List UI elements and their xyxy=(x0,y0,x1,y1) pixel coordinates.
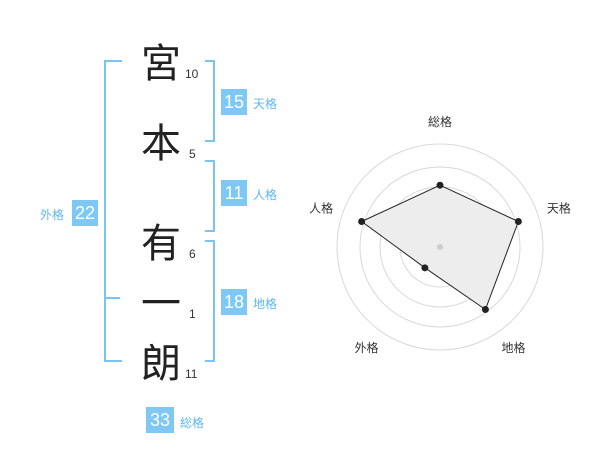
radar-point-人格 xyxy=(358,218,366,226)
radar-center-dot xyxy=(437,244,443,250)
radar-point-総格 xyxy=(436,181,444,189)
tenkaku-badge: 15 xyxy=(221,89,247,115)
radar-point-外格 xyxy=(421,264,429,272)
radar-points xyxy=(358,181,522,313)
gaikaku-label: 外格 xyxy=(40,208,65,222)
radar-axis-label: 総格 xyxy=(428,114,452,129)
stroke-count-5: 11 xyxy=(185,367,198,381)
radar-point-地格 xyxy=(481,305,489,313)
stroke-count-4: 1 xyxy=(189,307,196,321)
gaikaku-badge: 22 xyxy=(72,200,98,226)
radar-axis-label: 人格 xyxy=(309,200,333,215)
jinkaku-bracket xyxy=(205,160,215,232)
name-char-3: 有 xyxy=(141,221,181,267)
tenkaku-bracket xyxy=(205,60,215,142)
soukaku-badge: 33 xyxy=(146,407,174,433)
radar-point-天格 xyxy=(514,218,522,226)
stroke-count-2: 5 xyxy=(189,147,196,161)
stroke-count-3: 6 xyxy=(189,247,196,261)
radar-axis-label: 天格 xyxy=(547,200,571,215)
name-char-5: 朗 xyxy=(141,341,181,387)
radar-axis-label: 地格 xyxy=(501,340,525,355)
soukaku-label: 総格 xyxy=(180,416,205,430)
name-char-4: 一 xyxy=(141,281,181,327)
chikaku-label: 地格 xyxy=(253,297,278,311)
radar-axis-label: 外格 xyxy=(355,340,379,355)
jinkaku-badge: 11 xyxy=(221,180,247,206)
gaikaku-bracket-divider xyxy=(104,297,120,299)
gaikaku-bracket xyxy=(104,60,122,362)
chikaku-bracket xyxy=(205,240,215,362)
stroke-count-1: 10 xyxy=(185,67,199,81)
name-char-1: 宮 xyxy=(141,41,181,87)
chikaku-badge: 18 xyxy=(221,289,247,315)
tenkaku-label: 天格 xyxy=(253,97,278,111)
radar-ring-4 xyxy=(359,166,521,328)
name-char-2: 本 xyxy=(141,121,181,167)
radar-ring-5 xyxy=(336,143,544,351)
jinkaku-label: 人格 xyxy=(253,188,278,202)
